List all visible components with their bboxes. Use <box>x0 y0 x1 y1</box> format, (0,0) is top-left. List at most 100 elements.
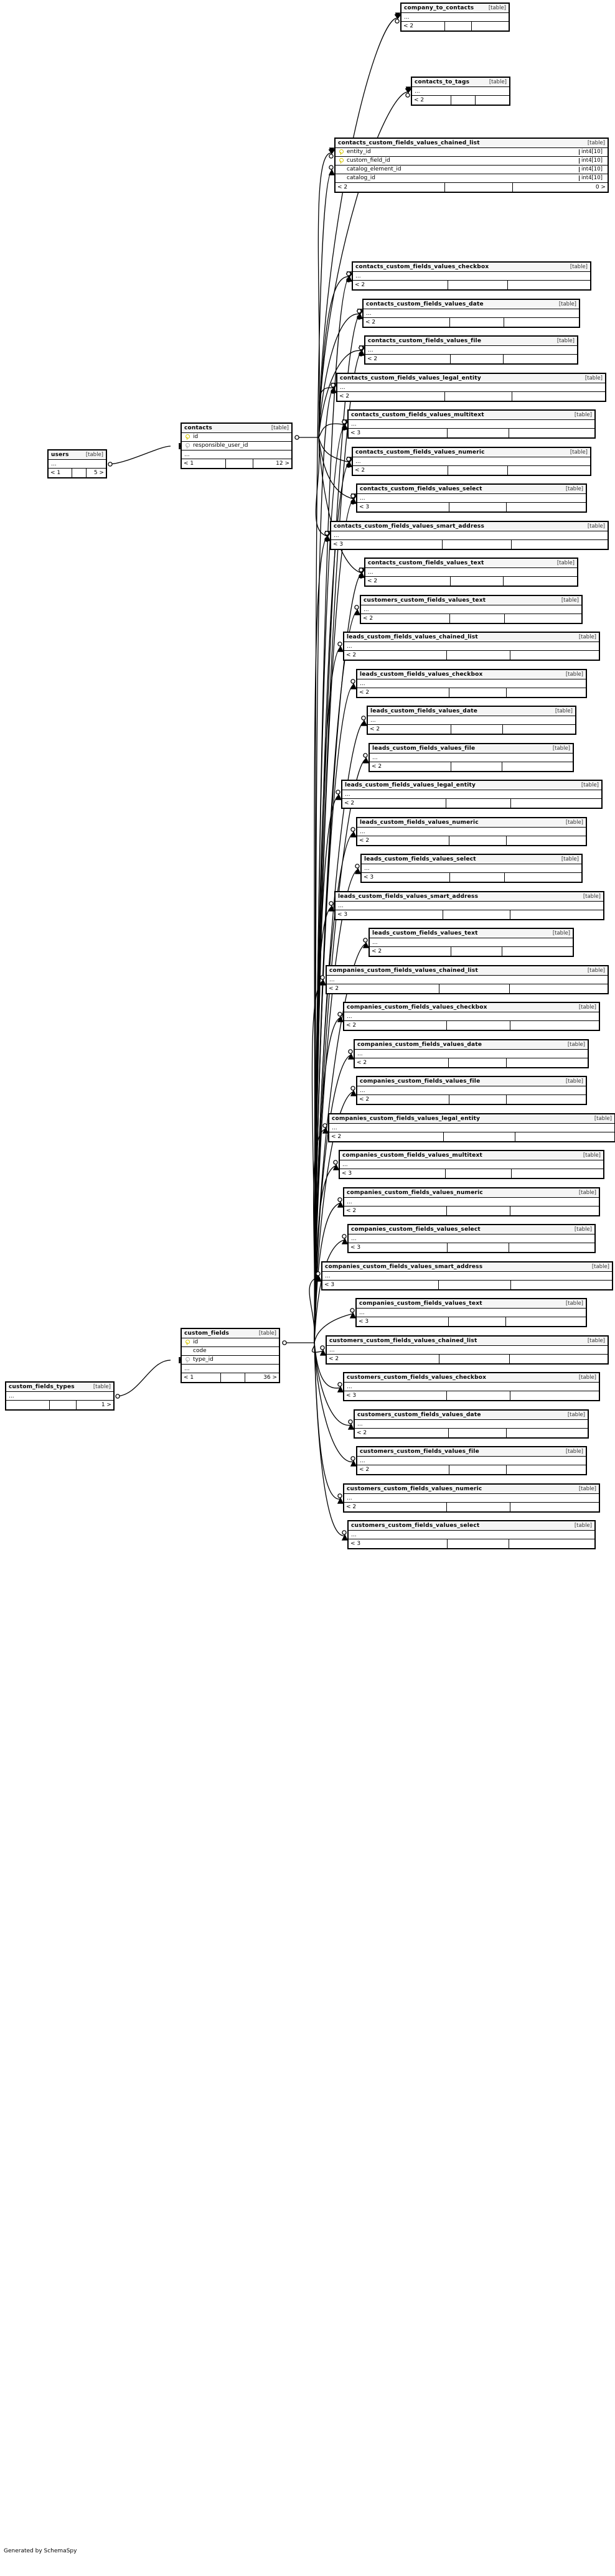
table-node-companies-custom-fields-values-smart-address[interactable]: companies_custom_fields_values_smart_add… <box>321 1261 613 1290</box>
outgoing-relations-count <box>503 318 579 327</box>
incoming-relations-count: < 2 <box>359 837 370 844</box>
footer-middle-cell <box>448 836 506 845</box>
column-row[interactable]: id <box>182 1338 279 1347</box>
table-node-contacts-custom-fields-values-date[interactable]: contacts_custom_fields_values_date[table… <box>362 299 580 328</box>
incoming-relations-count: < 2 <box>359 689 370 696</box>
table-node-company-to-contacts[interactable]: company_to_contacts[table]...< 2 <box>400 2 510 32</box>
collapsed-columns-indicator: ... <box>365 346 577 355</box>
table-node-contacts-custom-fields-values-multitext[interactable]: contacts_custom_fields_values_multitext[… <box>347 409 596 439</box>
outgoing-relations-count <box>514 1132 614 1141</box>
table-node-contacts-custom-fields-values-file[interactable]: contacts_custom_fields_values_file[table… <box>364 335 578 365</box>
table-node-customers-custom-fields-values-select[interactable]: customers_custom_fields_values_select[ta… <box>347 1520 596 1549</box>
table-header: companies_custom_fields_values_legal_ent… <box>329 1114 614 1124</box>
column-row[interactable]: responsible_user_id <box>182 442 291 450</box>
column-key-slot <box>182 434 192 440</box>
table-node-contacts-custom-fields-values-smart-address[interactable]: contacts_custom_fields_values_smart_addr… <box>330 521 609 550</box>
table-header: companies_custom_fields_values_numeric[t… <box>344 1188 599 1198</box>
column-row[interactable]: code <box>182 1347 279 1356</box>
table-name: leads_custom_fields_values_text <box>372 930 478 936</box>
table-header: leads_custom_fields_values_chained_list[… <box>344 633 599 642</box>
table-node-companies-custom-fields-values-checkbox[interactable]: companies_custom_fields_values_checkbox[… <box>343 1002 600 1031</box>
incoming-relations-count: < 2 <box>329 985 339 992</box>
incoming-relations-count: < 3 <box>350 1244 361 1251</box>
table-header: contacts_custom_fields_values_text[table… <box>365 559 577 568</box>
table-type-tag: [table] <box>489 78 507 85</box>
table-node-customers-custom-fields-values-text[interactable]: customers_custom_fields_values_text[tabl… <box>360 595 583 624</box>
incoming-relations-count: < 2 <box>339 393 350 399</box>
incoming-relations-count: < 2 <box>337 184 348 190</box>
collapsed-columns-indicator: ... <box>344 1494 599 1503</box>
table-node-leads-custom-fields-values-smart-address[interactable]: leads_custom_fields_values_smart_address… <box>334 891 604 920</box>
collapsed-columns-indicator: ... <box>357 494 586 503</box>
table-footer: < 2 <box>401 22 509 30</box>
incoming-relations-count: < 3 <box>346 1392 357 1399</box>
outgoing-relations-count <box>505 836 586 845</box>
table-node-contacts-custom-fields-values-checkbox[interactable]: contacts_custom_fields_values_checkbox[t… <box>352 261 591 291</box>
table-footer: < 3 <box>336 910 603 919</box>
table-type-tag: [table] <box>565 1448 583 1455</box>
table-node-companies-custom-fields-values-chained-list[interactable]: companies_custom_fields_values_chained_l… <box>326 965 609 994</box>
table-node-leads-custom-fields-values-chained-list[interactable]: leads_custom_fields_values_chained_list[… <box>343 632 600 661</box>
incoming-relations-count: < 2 <box>357 1059 367 1066</box>
table-node-companies-custom-fields-values-numeric[interactable]: companies_custom_fields_values_numeric[t… <box>343 1187 600 1216</box>
table-node-companies-custom-fields-values-select[interactable]: companies_custom_fields_values_select[ta… <box>347 1224 596 1253</box>
outgoing-relations-count <box>509 1391 599 1400</box>
footer-middle-cell <box>448 1058 507 1067</box>
column-row[interactable]: id <box>182 433 291 442</box>
table-node-companies-custom-fields-values-multitext[interactable]: companies_custom_fields_values_multitext… <box>339 1150 604 1179</box>
table-type-tag: [table] <box>578 1189 596 1196</box>
table-footer: < 2 <box>355 1058 588 1067</box>
table-node-contacts-custom-fields-values-numeric[interactable]: contacts_custom_fields_values_numeric[ta… <box>352 447 591 476</box>
table-name: users <box>51 451 69 458</box>
footer-middle-cell <box>449 614 505 623</box>
table-node-leads-custom-fields-values-select[interactable]: leads_custom_fields_values_select[table]… <box>360 854 583 883</box>
table-node-customers-custom-fields-values-chained-list[interactable]: customers_custom_fields_values_chained_l… <box>326 1335 609 1365</box>
table-name: companies_custom_fields_values_checkbox <box>347 1004 487 1010</box>
table-type-tag: [table] <box>574 1522 592 1529</box>
outgoing-relations-count <box>502 725 575 734</box>
outgoing-relations-count <box>509 1503 599 1511</box>
table-node-contacts-custom-fields-values-legal-entity[interactable]: contacts_custom_fields_values_legal_enti… <box>336 373 606 402</box>
table-node-companies-custom-fields-values-date[interactable]: companies_custom_fields_values_date[tabl… <box>354 1039 589 1068</box>
table-node-customers-custom-fields-values-date[interactable]: customers_custom_fields_values_date[tabl… <box>354 1409 589 1439</box>
table-node-customers-custom-fields-values-numeric[interactable]: customers_custom_fields_values_numeric[t… <box>343 1483 600 1513</box>
table-node-companies-custom-fields-values-text[interactable]: companies_custom_fields_values_text[tabl… <box>355 1298 587 1327</box>
table-footer: < 3 <box>344 1391 599 1400</box>
table-node-leads-custom-fields-values-checkbox[interactable]: leads_custom_fields_values_checkbox[tabl… <box>356 669 587 698</box>
table-type-tag: [table] <box>587 523 605 530</box>
table-header: leads_custom_fields_values_smart_address… <box>336 892 603 902</box>
table-node-contacts-to-tags[interactable]: contacts_to_tags[table]...< 2 <box>411 77 510 106</box>
footer-middle-cell <box>443 1132 515 1141</box>
table-type-tag: [table] <box>565 819 583 826</box>
column-type: int4[10] <box>579 158 608 164</box>
table-header: leads_custom_fields_values_text[table] <box>370 929 573 938</box>
table-node-custom-fields-types[interactable]: custom_fields_types[table]...1 > <box>5 1381 115 1411</box>
incoming-relations-count: < 2 <box>367 355 378 362</box>
table-node-leads-custom-fields-values-date[interactable]: leads_custom_fields_values_date[table]..… <box>367 706 576 735</box>
table-node-contacts-custom-fields-values-text[interactable]: contacts_custom_fields_values_text[table… <box>364 558 578 587</box>
outgoing-relations-count <box>511 392 606 401</box>
table-node-customers-custom-fields-values-checkbox[interactable]: customers_custom_fields_values_checkbox[… <box>343 1372 600 1401</box>
table-node-contacts-custom-fields-values-chained-list[interactable]: contacts_custom_fields_values_chained_li… <box>334 138 609 193</box>
collapsed-columns-indicator: ... <box>357 1086 586 1095</box>
table-node-leads-custom-fields-values-numeric[interactable]: leads_custom_fields_values_numeric[table… <box>356 817 587 846</box>
table-node-leads-custom-fields-values-legal-entity[interactable]: leads_custom_fields_values_legal_entity[… <box>341 780 603 809</box>
table-node-contacts-custom-fields-values-select[interactable]: contacts_custom_fields_values_select[tab… <box>356 483 587 513</box>
table-footer: < 3 <box>349 1243 594 1252</box>
column-row[interactable]: type_id <box>182 1356 279 1365</box>
table-type-tag: [table] <box>578 633 596 640</box>
outgoing-relations-count <box>505 1317 586 1326</box>
table-node-companies-custom-fields-values-legal-entity[interactable]: companies_custom_fields_values_legal_ent… <box>328 1113 615 1142</box>
table-node-leads-custom-fields-values-text[interactable]: leads_custom_fields_values_text[table]..… <box>369 928 574 957</box>
table-node-companies-custom-fields-values-file[interactable]: companies_custom_fields_values_file[tabl… <box>356 1076 587 1105</box>
table-node-customers-custom-fields-values-file[interactable]: customers_custom_fields_values_file[tabl… <box>356 1446 587 1475</box>
table-header: users[table] <box>49 450 106 460</box>
table-node-leads-custom-fields-values-file[interactable]: leads_custom_fields_values_file[table]..… <box>369 743 574 772</box>
